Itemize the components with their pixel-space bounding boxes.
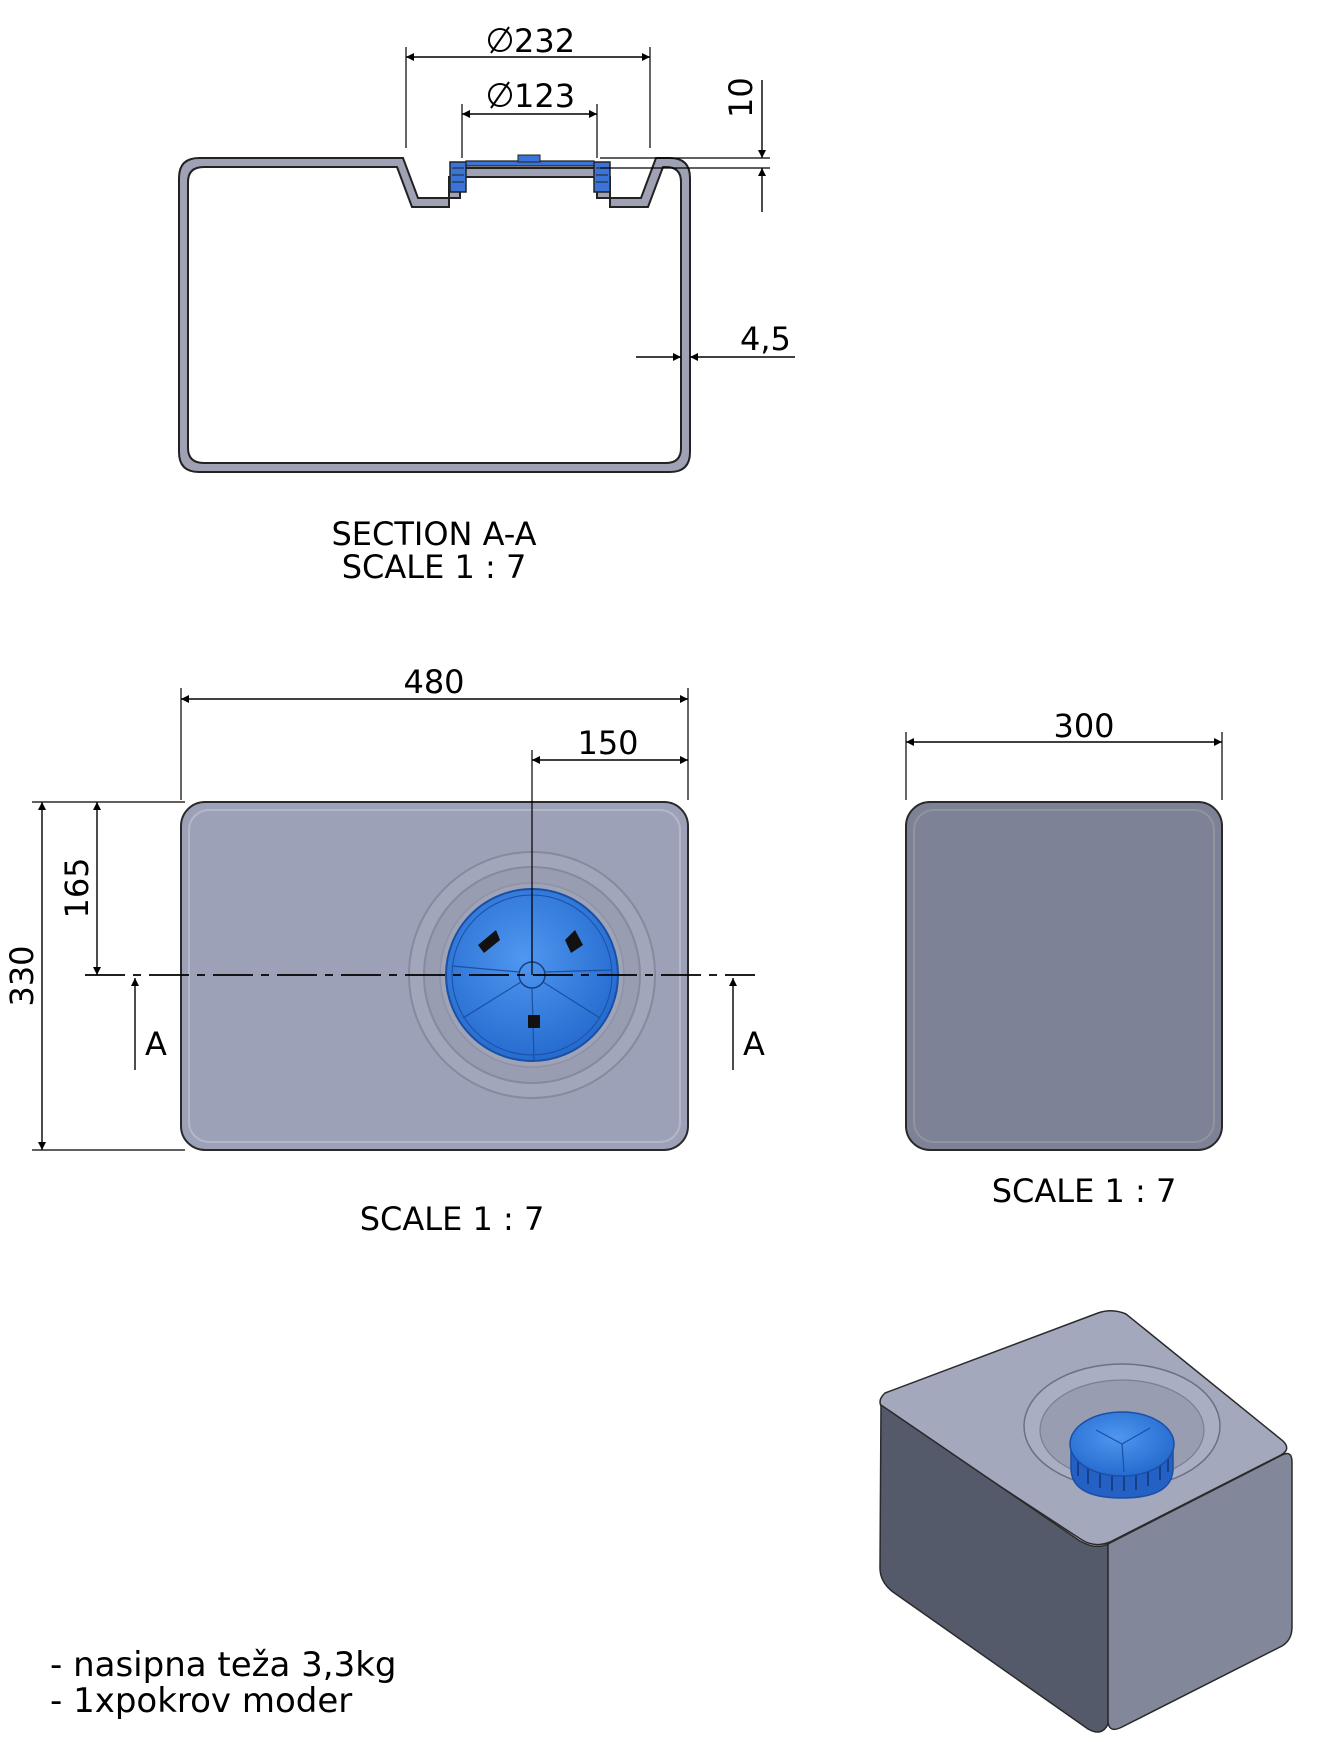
dim-cap-offset-value: 150 [577, 724, 638, 762]
dim-height: 330 [3, 801, 185, 1151]
dim-cap-offset: 150 [531, 724, 688, 975]
section-label: SECTION A-A [331, 515, 536, 553]
dim-height-value: 330 [3, 945, 41, 1006]
section-cap [449, 154, 611, 193]
dim-width-value: 480 [403, 663, 464, 701]
iso-right-face [1107, 1452, 1293, 1731]
dim-half-height: 165 [58, 802, 101, 975]
section-scale-label: SCALE 1 : 7 [342, 548, 527, 586]
section-cap-right-thread [593, 161, 611, 193]
dim-side-width-value: 300 [1053, 707, 1114, 745]
section-cap-top [465, 160, 595, 167]
top-view: A A 480 150 330 165 [3, 663, 765, 1238]
diameter-symbol-icon [488, 26, 512, 54]
dim-neck-depth: 10 [600, 77, 770, 212]
diameter-symbol-icon [488, 81, 512, 109]
section-mark-left: A [145, 1025, 167, 1063]
dim-inner-diameter: 123 [461, 77, 598, 158]
section-tank-wall [178, 157, 691, 473]
dim-wall-thickness: 4,5 [636, 320, 795, 361]
section-arrow-left: A [131, 978, 167, 1070]
tank-top-inner-edge [188, 809, 681, 1143]
section-view: 232 123 10 4,5 SECTION A-A [178, 22, 795, 586]
iso-front-face [879, 1403, 1109, 1733]
dim-side-width: 300 [905, 707, 1223, 800]
dim-inner-diameter-value: 123 [514, 77, 575, 115]
section-arrow-right: A [729, 978, 765, 1070]
side-view: 300 SCALE 1 : 7 [905, 707, 1223, 1210]
note-cap: - 1xpokrov moder [50, 1681, 352, 1721]
dim-neck-depth-value: 10 [722, 77, 760, 118]
tank-side-face [905, 801, 1223, 1151]
notes: - nasipna teža 3,3kg - 1xpokrov moder [50, 1645, 396, 1721]
section-mark-right: A [743, 1025, 765, 1063]
dim-outer-diameter-value: 232 [514, 22, 575, 60]
note-weight: - nasipna teža 3,3kg [50, 1645, 396, 1685]
section-cap-left-thread [449, 161, 467, 193]
dim-wall-thickness-value: 4,5 [740, 320, 791, 358]
iso-blue-cap [1069, 1411, 1175, 1499]
dim-outer-diameter: 232 [405, 22, 651, 148]
cap-logo-mark [478, 930, 583, 1028]
dim-half-height-value: 165 [58, 857, 96, 918]
side-view-scale-label: SCALE 1 : 7 [992, 1172, 1177, 1210]
dim-width: 480 [180, 663, 689, 800]
top-view-scale-label: SCALE 1 : 7 [360, 1200, 545, 1238]
tank-side-inner-edge [913, 809, 1215, 1143]
isometric-view [879, 1310, 1293, 1733]
section-cap-nub [517, 154, 541, 163]
